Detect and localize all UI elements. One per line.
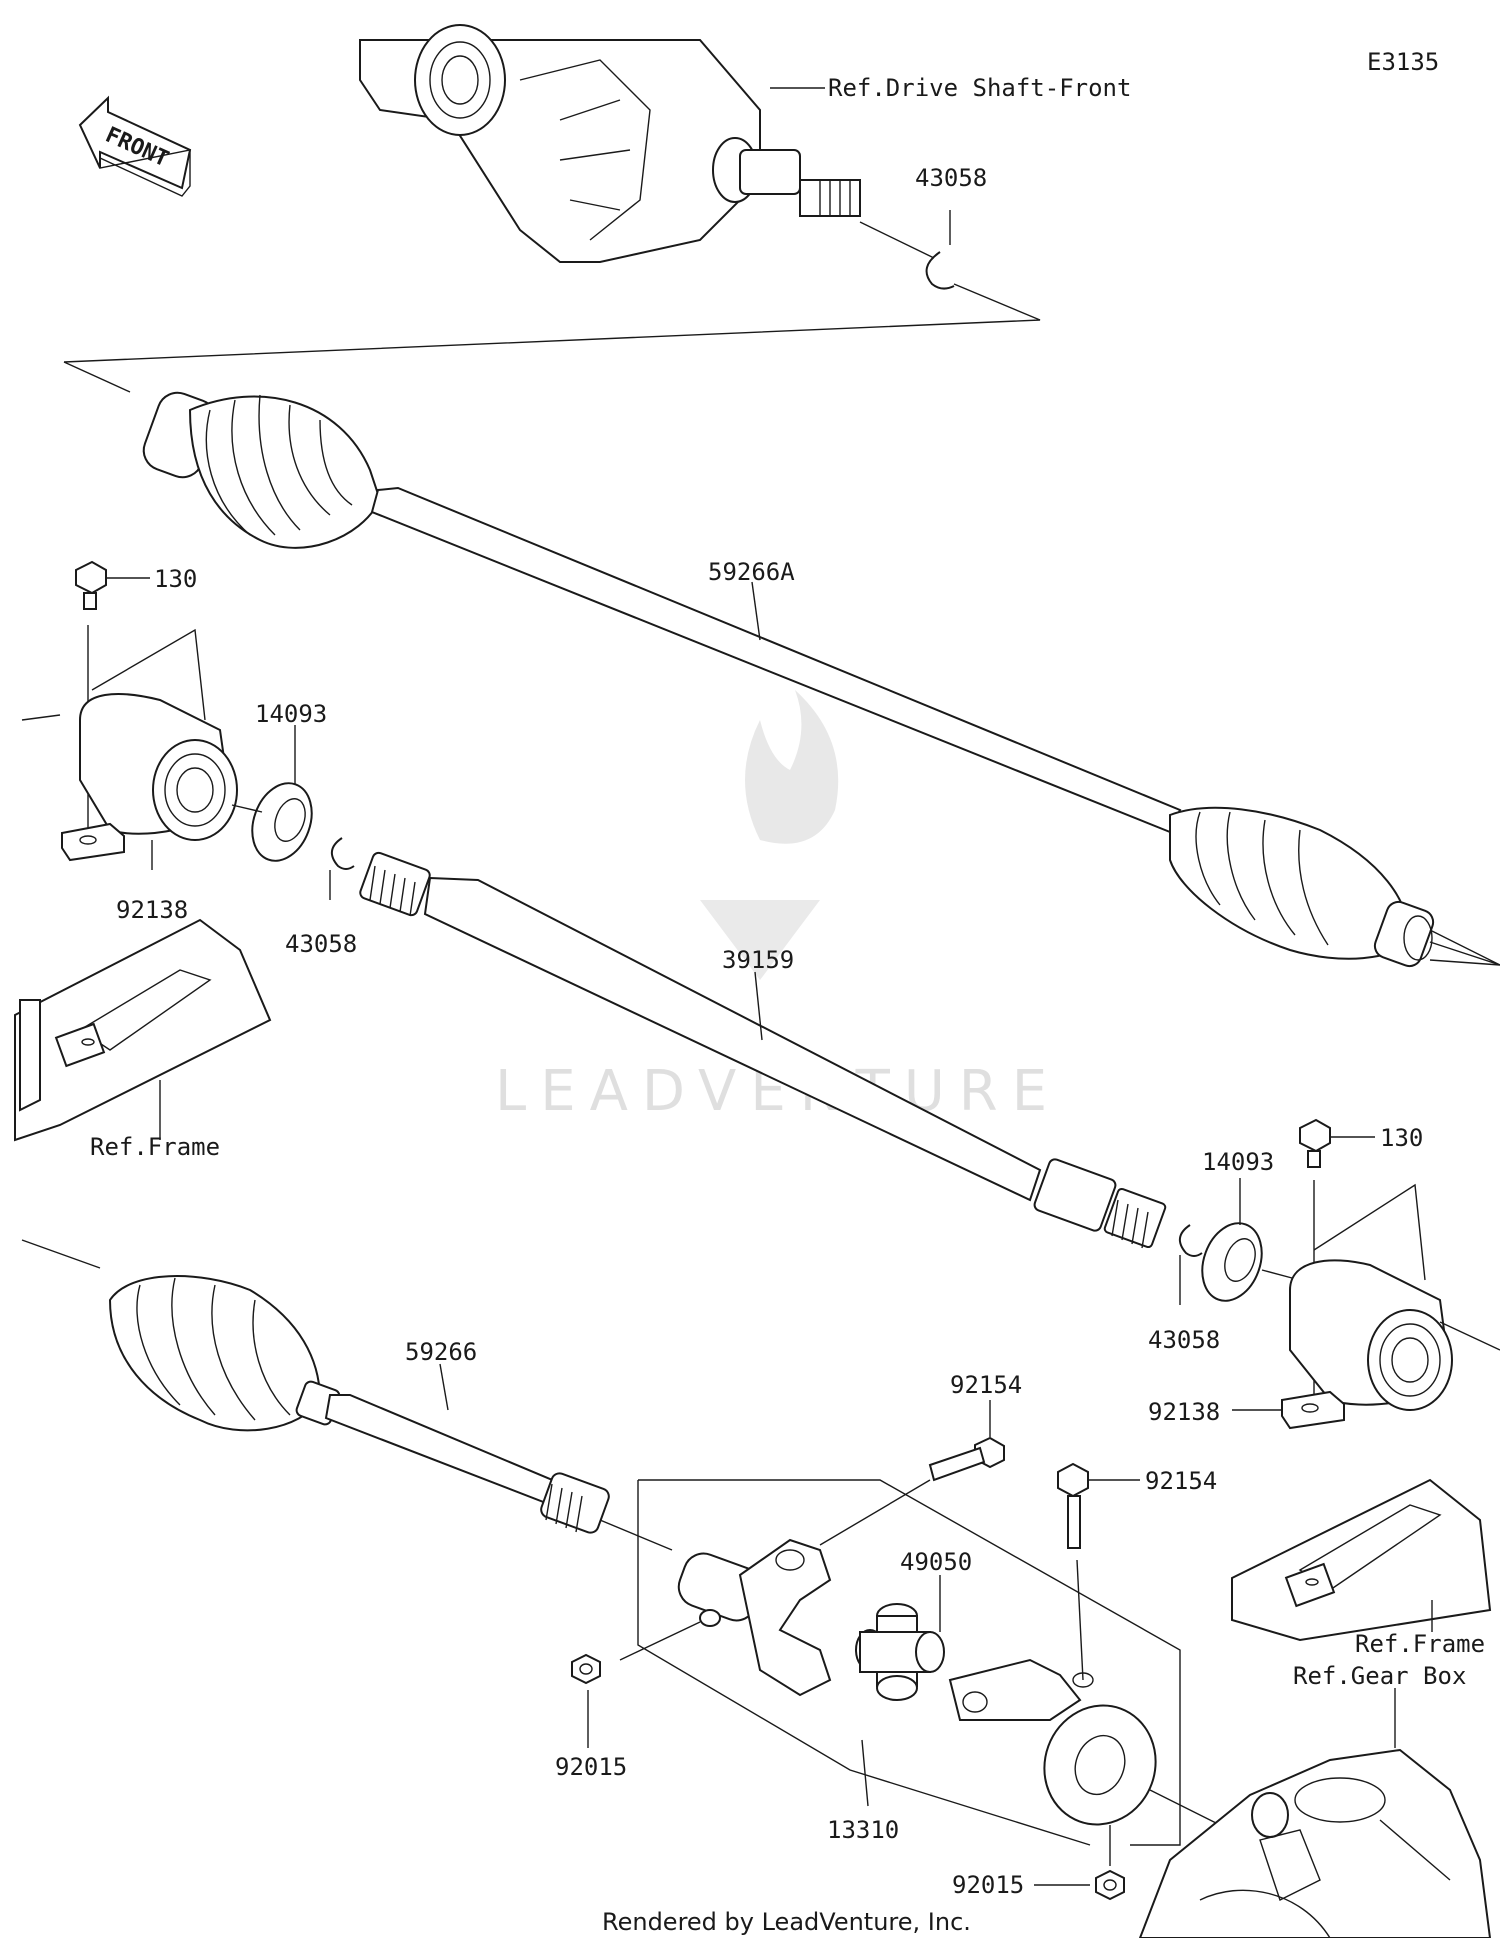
label-59266A: 59266A	[708, 558, 795, 586]
drive-shaft-59266A	[142, 391, 1500, 968]
circlip-43058-right	[1179, 1224, 1203, 1257]
label-43058-left: 43058	[285, 930, 357, 958]
label-92015-bottom: 92015	[952, 1871, 1024, 1899]
companion-yoke	[948, 1658, 1157, 1826]
drive-shaft-59266	[21, 1239, 610, 1534]
label-14093-left: 14093	[255, 700, 327, 728]
flange-yoke	[677, 1538, 832, 1697]
universal-joint-49050	[855, 1603, 945, 1701]
diagram-code: E3135	[1367, 48, 1439, 76]
washer-14093-left	[251, 782, 313, 862]
frame-right	[1231, 1478, 1492, 1642]
leadventure-watermark: LEADVENTURE	[495, 690, 1047, 1124]
bearing-bracket-92138-right	[1281, 1259, 1453, 1430]
label-39159: 39159	[722, 946, 794, 974]
bolt-130-right	[1299, 1118, 1331, 1168]
propeller-shaft-39159	[359, 851, 1167, 1249]
ref-frame-right: Ref.Frame	[1355, 1630, 1485, 1658]
label-43058-top: 43058	[915, 164, 987, 192]
gear-box	[1138, 1748, 1492, 1938]
label-14093-right: 14093	[1202, 1148, 1274, 1176]
nut-92015-left	[571, 1653, 601, 1685]
label-43058-right: 43058	[1148, 1326, 1220, 1354]
label-92015-left: 92015	[555, 1753, 627, 1781]
bolt-92154-b	[1057, 1462, 1089, 1549]
label-92138-right: 92138	[1148, 1398, 1220, 1426]
circlip-43058-top	[925, 251, 955, 290]
washer-14093-right	[1201, 1222, 1263, 1302]
nut-92015-bottom	[1095, 1869, 1125, 1901]
label-49050: 49050	[900, 1548, 972, 1576]
front-direction-arrow: FRONT	[78, 95, 192, 197]
label-130-right: 130	[1380, 1124, 1423, 1152]
ref-gear-box: Ref.Gear Box	[1293, 1662, 1466, 1690]
footer-credit: Rendered by LeadVenture, Inc.	[602, 1908, 971, 1936]
circlip-43058-left	[331, 837, 355, 870]
frame-left	[14, 918, 272, 1142]
assembly-bracket	[638, 1479, 1181, 1846]
bearing-bracket-92138-left	[61, 693, 238, 862]
ref-drive-shaft-front: Ref.Drive Shaft-Front	[828, 74, 1131, 102]
label-92154-b: 92154	[1145, 1467, 1217, 1495]
label-59266: 59266	[405, 1338, 477, 1366]
front-drive-shaft-housing	[359, 24, 861, 263]
bolt-92154-a	[928, 1436, 1005, 1482]
label-13310: 13310	[827, 1816, 899, 1844]
ref-frame-left: Ref.Frame	[90, 1133, 220, 1161]
label-92154-a: 92154	[950, 1371, 1022, 1399]
label-130-left: 130	[154, 565, 197, 593]
label-92138-left: 92138	[116, 896, 188, 924]
projection-line	[63, 283, 1041, 363]
bolt-130-left	[75, 560, 107, 610]
